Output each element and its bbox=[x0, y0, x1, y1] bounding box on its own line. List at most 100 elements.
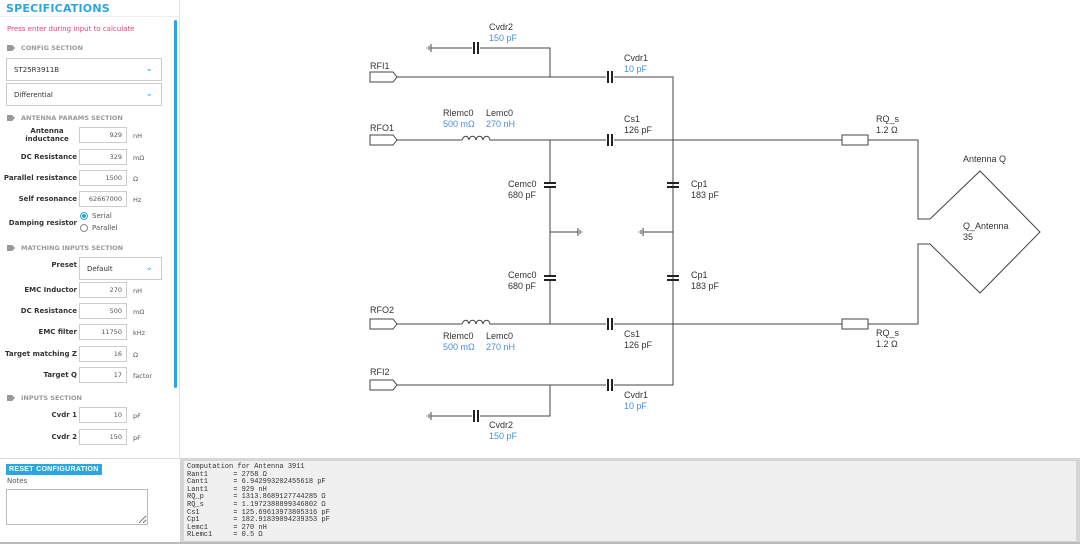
antenna-q-value: 35 bbox=[963, 232, 973, 242]
self-resonance-row: Self resonanceHz bbox=[0, 191, 175, 209]
sidebar-scrollbar[interactable] bbox=[174, 20, 177, 388]
cvdr1-value: 10 pF bbox=[624, 64, 648, 74]
field-label: Target Q bbox=[43, 371, 77, 379]
cs1-bottom-capacitor bbox=[607, 318, 613, 330]
cemc0-value: 680 pF bbox=[508, 281, 537, 291]
rq-s-name: RQ_s bbox=[876, 114, 900, 124]
field-label: Antenna inductance bbox=[25, 127, 69, 143]
emc-filter-row: EMC filterkHz bbox=[0, 324, 175, 342]
rq-s-bottom-resistor bbox=[841, 318, 869, 330]
chevron-down-icon: ⌄ bbox=[145, 263, 153, 273]
rfo1-label: RFO1 bbox=[370, 123, 394, 133]
emc-dc-resistance-input[interactable] bbox=[79, 303, 127, 319]
parallel-resistance-row: Parallel resistance Ω bbox=[0, 170, 175, 188]
field-label: EMC Inductor bbox=[24, 286, 77, 294]
target-q-row: Target Q factor bbox=[0, 367, 175, 385]
inputs-section-header: INPUTS SECTION bbox=[7, 394, 82, 402]
select-value: Differential bbox=[14, 91, 53, 99]
radio-unchecked-icon bbox=[80, 224, 88, 232]
cvdr1-name: Cvdr1 bbox=[624, 390, 648, 400]
damping-row: Damping resistor bbox=[0, 215, 175, 233]
sidebar-title: SPECIFICATIONS bbox=[0, 0, 179, 17]
radio-checked-icon bbox=[80, 212, 88, 220]
section-title: CONFIG SECTION bbox=[21, 44, 83, 52]
radio-label: Serial bbox=[92, 212, 112, 220]
rfo1-port bbox=[369, 134, 398, 146]
cp1-name: Cp1 bbox=[691, 270, 708, 280]
tag-icon bbox=[7, 245, 15, 251]
rq-s-name: RQ_s bbox=[876, 328, 900, 338]
notes-textarea[interactable] bbox=[6, 489, 148, 525]
cp1-bottom-capacitor bbox=[667, 275, 679, 281]
console-output: Computation for Antenna 3911 Rant1 = 275… bbox=[184, 461, 1076, 541]
cvdr1-value: 10 pF bbox=[624, 401, 648, 411]
damping-parallel-radio[interactable]: Parallel bbox=[80, 224, 118, 232]
labels: RFI1 RFO1 RFO2 RFI2 Cvdr2 150 pF Cvdr2 1… bbox=[370, 22, 1009, 441]
damping-serial-radio[interactable]: Serial bbox=[80, 212, 112, 220]
chip-select[interactable]: ST25R3911B⌄ bbox=[6, 58, 162, 81]
parallel-resistance-input[interactable] bbox=[79, 170, 127, 186]
cvdr1-input[interactable] bbox=[79, 407, 127, 423]
self-resonance-input[interactable] bbox=[79, 191, 127, 207]
field-unit: Ω bbox=[133, 175, 138, 183]
cp1-name: Cp1 bbox=[691, 179, 708, 189]
field-label: Target matching Z bbox=[5, 350, 77, 358]
bottom-left-panel: RESET CONFIGURATION Notes bbox=[0, 458, 180, 544]
cvdr2-name: Cvdr2 bbox=[489, 420, 513, 430]
cvdr2-row: Cvdr 2pF bbox=[0, 429, 175, 447]
cvdr1-name: Cvdr1 bbox=[624, 53, 648, 63]
field-unit: nH bbox=[133, 287, 143, 295]
ground-icon bbox=[638, 228, 644, 236]
field-label: Parallel resistance bbox=[3, 174, 77, 182]
cs1-name: Cs1 bbox=[624, 329, 640, 339]
cvdr2-name: Cvdr2 bbox=[489, 22, 513, 32]
field-label: DC Resistance bbox=[20, 153, 77, 161]
dc-resistance-input[interactable] bbox=[79, 149, 127, 165]
horizontal-scrollbar[interactable] bbox=[0, 542, 1080, 544]
rfo2-port bbox=[369, 318, 398, 330]
ground-icon bbox=[426, 44, 432, 52]
dc-resistance-row: DC Resistance mΩ bbox=[0, 149, 175, 167]
field-unit: pF bbox=[133, 434, 141, 442]
rfi1-label: RFI1 bbox=[370, 61, 390, 71]
rlemc0-name: Rlemc0 bbox=[443, 331, 474, 341]
mode-select[interactable]: Differential⌄ bbox=[6, 83, 162, 106]
target-matching-z-row: Target matching ZΩ bbox=[0, 346, 175, 364]
field-label: Preset bbox=[51, 261, 77, 269]
section-title: ANTENNA PARAMS SECTION bbox=[21, 114, 123, 122]
cvdr1-bottom-capacitor bbox=[607, 379, 613, 391]
ground-icon bbox=[577, 228, 583, 236]
notes-label: Notes bbox=[7, 477, 28, 485]
section-title: INPUTS SECTION bbox=[21, 394, 82, 402]
computation-console: Computation for Antenna 3911 Rant1 = 275… bbox=[180, 458, 1080, 542]
calculate-hint: Press enter during input to calculate bbox=[7, 25, 135, 33]
field-unit: mΩ bbox=[133, 308, 145, 316]
emc-filter-input[interactable] bbox=[79, 324, 127, 340]
antenna-section-header: ANTENNA PARAMS SECTION bbox=[7, 114, 123, 122]
rq-s-top-resistor bbox=[841, 134, 869, 146]
field-unit: mΩ bbox=[133, 154, 145, 162]
cs1-top-capacitor bbox=[607, 134, 613, 146]
field-unit: pF bbox=[133, 412, 141, 420]
reset-configuration-button[interactable]: RESET CONFIGURATION bbox=[6, 464, 102, 475]
tag-icon bbox=[7, 45, 15, 51]
rfi2-port bbox=[369, 379, 398, 391]
cvdr2-input[interactable] bbox=[79, 429, 127, 445]
section-title: MATCHING INPUTS SECTION bbox=[21, 244, 124, 252]
specifications-sidebar: SPECIFICATIONS Press enter during input … bbox=[0, 0, 180, 458]
field-unit: Hz bbox=[133, 196, 142, 204]
antenna-inductance-row: Antenna inductancenH bbox=[0, 127, 175, 145]
rq-s-value: 1.2 Ω bbox=[876, 339, 898, 349]
emc-inductor-input[interactable] bbox=[79, 282, 127, 298]
lemc0-value: 270 nH bbox=[486, 342, 515, 352]
cs1-value: 126 pF bbox=[624, 125, 653, 135]
tag-icon bbox=[7, 115, 15, 121]
target-matching-z-input[interactable] bbox=[79, 346, 127, 362]
field-unit: factor bbox=[133, 372, 153, 380]
antenna-inductance-input[interactable] bbox=[79, 127, 127, 143]
preset-select[interactable]: Default⌄ bbox=[79, 257, 162, 280]
components bbox=[369, 71, 869, 391]
target-q-input[interactable] bbox=[79, 367, 127, 383]
rq-s-value: 1.2 Ω bbox=[876, 125, 898, 135]
cvdr1-row: Cvdr 1pF bbox=[0, 407, 175, 425]
